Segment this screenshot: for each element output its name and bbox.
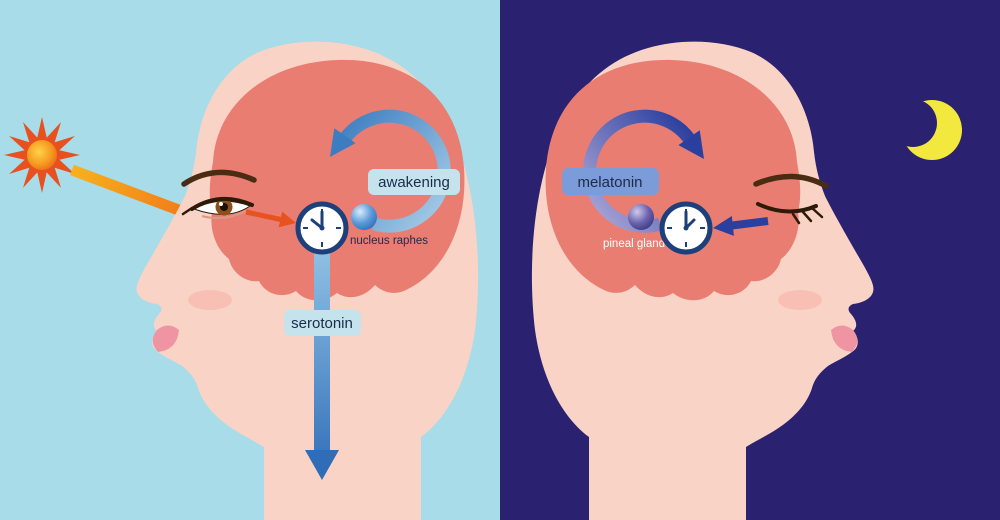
day-upper-lashline [190, 196, 254, 211]
nucleus-raphes-label: nucleus raphes [350, 235, 428, 247]
melatonin-label: melatonin [577, 174, 642, 191]
moon-icon [889, 99, 962, 160]
day-lower-lid [201, 210, 247, 220]
night-lash-3 [791, 212, 801, 225]
awakening-loop-arrow [330, 109, 451, 233]
serotonin-label: serotonin [291, 315, 353, 332]
clock-center [319, 225, 325, 231]
clock-icon-night [659, 201, 713, 255]
sun-icon [4, 117, 80, 193]
night-brain [545, 59, 801, 301]
night-lash-2 [801, 210, 813, 223]
sun-core [27, 140, 57, 170]
serotonin-label-box [284, 310, 361, 336]
night-face [531, 41, 874, 520]
pineal-gland-sphere [628, 204, 654, 230]
melatonin-label-box [562, 168, 659, 195]
melatonin-loop-arrow [583, 109, 704, 233]
day-eyebrow [181, 169, 257, 187]
serotonin-arrow [305, 252, 339, 480]
day-cheek-blush [188, 290, 232, 310]
clock-center [683, 225, 689, 231]
pineal-gland-label: pineal gland [603, 238, 665, 250]
nucleus-raphes-sphere [351, 204, 377, 230]
moon-cutout [889, 99, 937, 147]
day-lash [181, 206, 194, 216]
day-lips [152, 325, 179, 352]
day-open-eye [181, 169, 257, 220]
awakening-label-box [368, 169, 460, 195]
night-eyebrow [753, 173, 829, 189]
night-lips [831, 325, 858, 352]
clock-icon-day [295, 201, 349, 255]
night-cheek-blush [778, 290, 822, 310]
eye-highlight [219, 202, 223, 206]
night-closed-eye [753, 173, 829, 225]
darkness-signal-arrow [713, 215, 769, 236]
light-signal-arrow [245, 209, 296, 228]
night-lash-1 [810, 206, 824, 219]
day-face [136, 41, 479, 520]
awakening-label: awakening [378, 174, 450, 191]
